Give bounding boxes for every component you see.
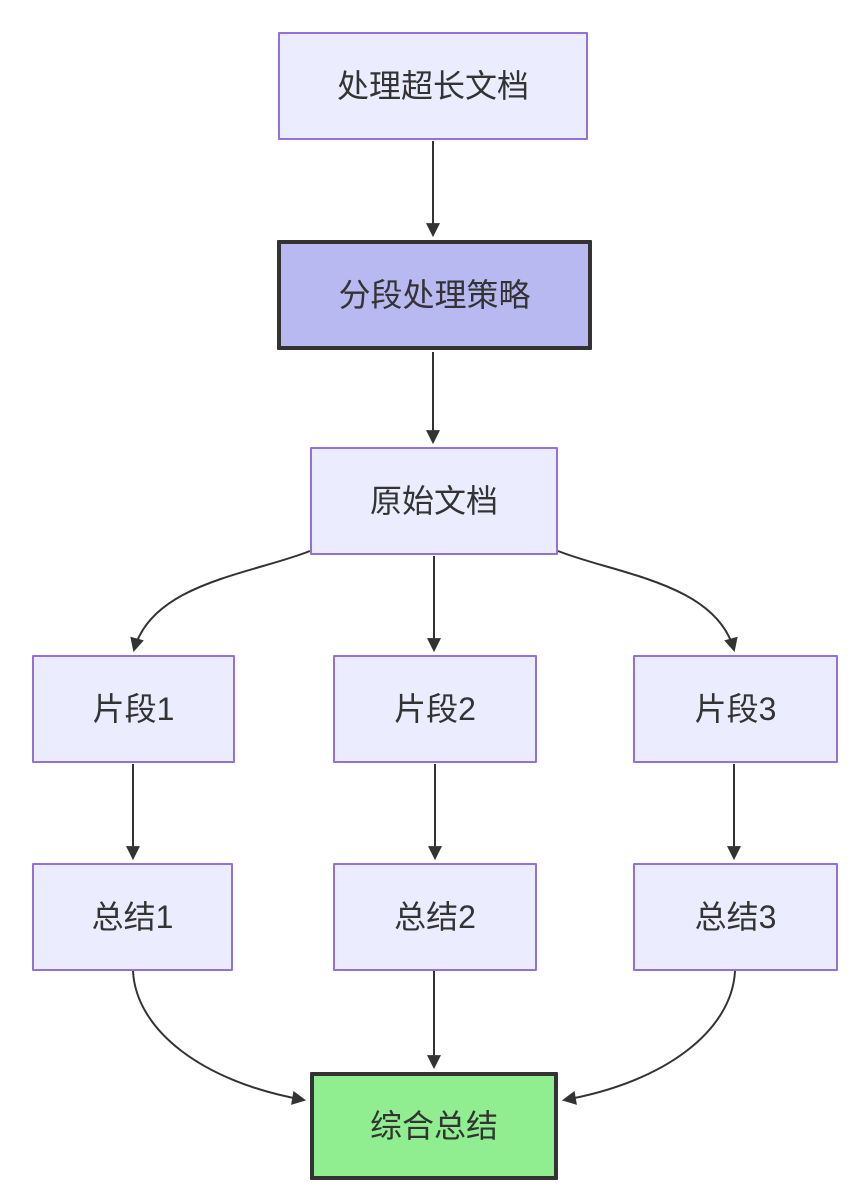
edge-original-seg1 [130,550,311,653]
node-strategy: 分段处理策略 [277,240,592,350]
node-final-summary: 综合总结 [310,1072,558,1180]
node-segment-1: 片段1 [32,655,235,763]
node-segment-3-label: 片段3 [694,690,777,727]
node-original-doc-label: 原始文档 [369,482,498,519]
node-summary-3: 总结3 [633,863,838,971]
edge-sum1-final [132,970,307,1105]
node-original-doc: 原始文档 [310,447,558,555]
node-segment-2: 片段2 [333,655,537,763]
edge-sum3-final [561,970,736,1105]
node-segment-1-label: 片段1 [92,690,175,727]
node-summary-3-label: 总结3 [694,898,777,935]
edge-original-seg3 [557,550,738,653]
node-segment-2-label: 片段2 [394,690,476,727]
node-strategy-label: 分段处理策略 [338,276,531,313]
node-summary-2-label: 总结2 [394,898,476,935]
node-task: 处理超长文档 [278,32,588,140]
node-segment-3: 片段3 [633,655,838,763]
node-summary-1-label: 总结1 [91,898,174,935]
node-summary-2: 总结2 [333,863,537,971]
node-task-label: 处理超长文档 [336,67,529,104]
node-summary-1: 总结1 [32,863,233,971]
node-final-summary-label: 综合总结 [369,1107,498,1144]
